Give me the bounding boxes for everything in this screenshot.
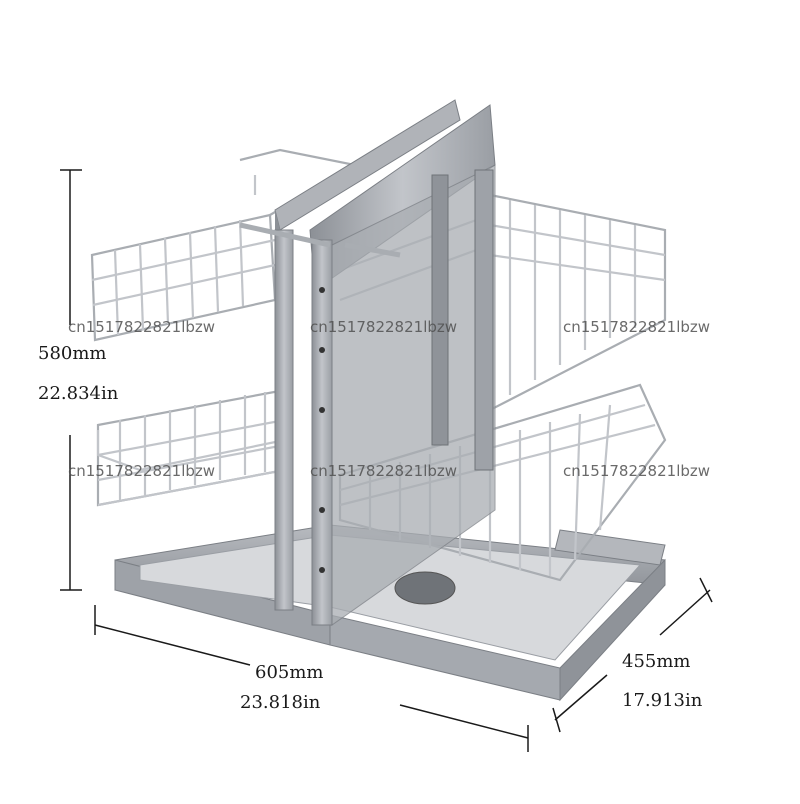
watermark-text: cn1517822821lbzw: [310, 462, 458, 480]
watermark-text: cn1517822821lbzw: [563, 318, 711, 336]
watermark-text: cn1517822821lbzw: [563, 462, 711, 480]
handle-bar: [239, 222, 331, 248]
depth-mm-label: 455mm: [622, 651, 691, 672]
dimension-lines: [60, 169, 713, 752]
upper-left-basket: [90, 148, 359, 342]
depth-in-label: 17.913in: [622, 690, 703, 711]
height-mm-label: 580mm: [38, 343, 107, 364]
depth-dimension-line-upper: [659, 589, 711, 636]
height-in-label: 22.834in: [38, 383, 119, 404]
center-frame: [239, 99, 496, 626]
width-mm-label: 605mm: [255, 662, 324, 683]
rear-post: [431, 174, 449, 446]
base-frame: [114, 524, 666, 702]
lower-left-basket: [96, 388, 287, 507]
left-post: [274, 229, 294, 611]
width-dimension-line-left: [94, 624, 251, 666]
watermark-text: cn1517822821lbzw: [68, 462, 216, 480]
watermark-text: cn1517822821lbzw: [310, 318, 458, 336]
slide-rail: [554, 529, 666, 566]
width-dimension-line-right: [399, 704, 529, 739]
base-hole: [394, 571, 456, 605]
watermark-text: cn1517822821lbzw: [68, 318, 216, 336]
depth-dimension-line-lower: [554, 674, 608, 721]
width-in-label: 23.818in: [240, 692, 321, 713]
